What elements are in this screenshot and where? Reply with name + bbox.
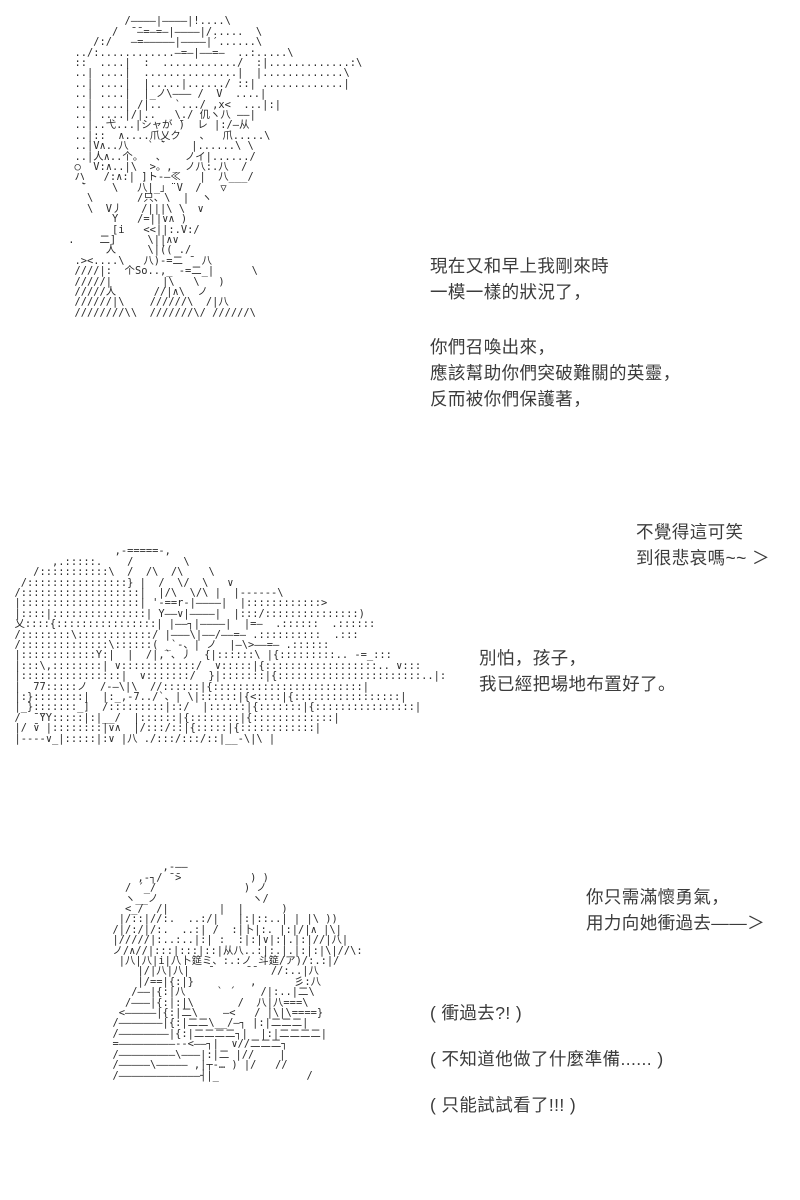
dialogue-line-4: 別怕，孩子， 我已經把場地布置好了。	[479, 648, 676, 694]
dialogue-line-1: 現在又和早上我剛來時 一模一樣的狀況了，	[430, 256, 609, 302]
dialogue-line-2: 你們召喚出來， 應該幫助你們突破難關的英靈， 反而被你們保護著，	[430, 337, 681, 409]
ascii-art-panel-1: /――――|――――|!....\ / ̄ ̄―=―=―|――――|/.....…	[68, 15, 363, 319]
ascii-art-panel-3: ,-―― ,-┐/ ̄ ̄> ) ) / ´_/ ) ノ ヽ__ノ ヽ/ <_/…	[112, 861, 363, 1082]
dialogue-line-8: ( 只能試試看了!!! )	[430, 1095, 577, 1115]
dialogue-line-6: ( 衝過去?! )	[430, 1003, 523, 1023]
dialogue-line-3: 不覺得這可笑 到很悲哀嗎~~ ＞	[636, 522, 770, 568]
dialogue-line-7: ( 不知道他做了什麼準備...... )	[430, 1049, 664, 1069]
ascii-art-panel-2: ,-=====-, ,.:::::. / \ /:::::::::::\ / /…	[14, 545, 447, 745]
dialogue-line-5: 你只需滿懷勇氣， 用力向她衝過去——＞	[586, 887, 765, 933]
